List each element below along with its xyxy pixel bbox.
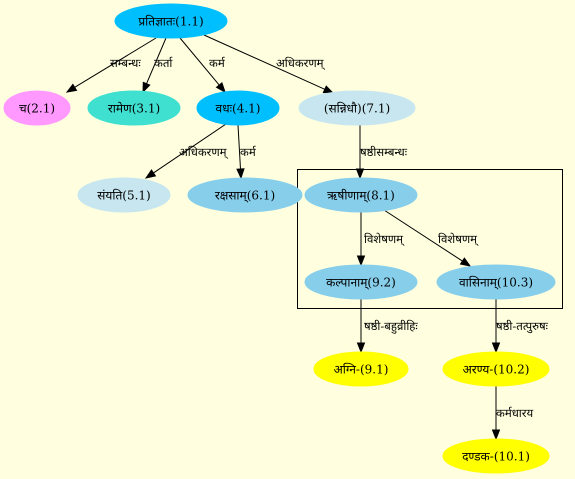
node-vasinam[interactable]: वासिनाम्(10.3) [436, 264, 556, 300]
edge-label: कर्मधारय [496, 406, 533, 420]
node-ellipse [313, 351, 409, 387]
node-label: संयति(5.1) [97, 189, 150, 203]
node-label: प्रतिज्ञातः(1.1) [138, 15, 203, 29]
edge-line [146, 37, 167, 84]
node-ellipse [187, 177, 303, 213]
node-label: दण्डक-(10.1) [462, 450, 530, 464]
edge-pratijnatah-sannidhau: अधिकरणम् [203, 34, 335, 94]
node-kalpanam[interactable]: कल्पानाम्(9.2) [304, 264, 418, 300]
node-ellipse [196, 90, 280, 126]
node-ellipse [114, 3, 228, 39]
edge-line [237, 124, 241, 170]
node-label: अग्नि-(9.1) [334, 363, 389, 377]
edge-vadhah-samyati: अधिकरणम् [144, 123, 229, 179]
edge-line [153, 123, 227, 174]
arrowhead [142, 81, 151, 94]
node-aranya[interactable]: अरण्य-(10.2) [442, 351, 550, 387]
node-ellipse [436, 264, 556, 300]
node-agni[interactable]: अग्नि-(9.1) [313, 351, 409, 387]
node-label: ऋषीणाम्(8.1) [327, 189, 395, 204]
node-dandaka[interactable]: दण्डक-(10.1) [442, 438, 550, 474]
edge-line [203, 34, 325, 90]
node-label: च(2.1) [19, 102, 55, 116]
node-samyati[interactable]: संयति(5.1) [77, 177, 171, 213]
edge-vasinam-aranya: षष्ठी-तत्पुरुषः [491, 299, 549, 354]
edge-label: विशेषणम् [364, 232, 405, 246]
edge-rsinam-vasinam: विशेषणम् [383, 209, 479, 267]
arrowhead [355, 168, 365, 180]
node-label: वधः(4.1) [216, 102, 261, 116]
node-sannidhau[interactable]: (सन्निधौ)(7.1) [298, 90, 416, 126]
cluster-box [297, 169, 563, 309]
arrowhead [356, 342, 366, 354]
nodes-layer: प्रतिज्ञातः(1.1) च(2.1) रामेण(3.1) वधः(4.1)… [3, 3, 556, 474]
node-ellipse [298, 90, 416, 126]
edge-kalpanam-agni: षष्ठी-बहुव्रीहिः [356, 299, 418, 354]
node-ellipse [77, 177, 171, 213]
edge-label: सम्बन्धः [110, 56, 141, 70]
arrowhead [459, 257, 472, 267]
node-label: रामेण(3.1) [108, 102, 160, 116]
edge-label: विशेषणम् [438, 232, 479, 246]
edge-label: अधिकरणम् [276, 56, 326, 70]
edge-line [383, 209, 463, 262]
node-pratijnatah[interactable]: प्रतिज्ञातः(1.1) [114, 3, 228, 39]
edge-label: कर्ता [154, 56, 173, 70]
node-vadhah[interactable]: वधः(4.1) [196, 90, 280, 126]
node-ramena[interactable]: रामेण(3.1) [87, 90, 181, 126]
edge-label: षष्ठी-तत्पुरुषः [496, 319, 549, 334]
node-ellipse [304, 264, 418, 300]
edge-sannidhau-rsinam: षष्ठीसम्बन्धः [355, 125, 408, 180]
edge-line [179, 37, 220, 86]
edge-label: अधिकरणम् [179, 145, 229, 159]
edge-line [74, 37, 157, 88]
node-ca[interactable]: च(2.1) [3, 90, 71, 126]
node-label: कल्पानाम्(9.2) [326, 276, 396, 291]
node-ellipse [3, 90, 71, 126]
edge-label: षष्ठीसम्बन्धः [360, 145, 408, 159]
arrowhead [144, 169, 157, 179]
arrowhead [491, 342, 501, 354]
arrowhead [236, 168, 245, 180]
arrowhead [356, 255, 366, 267]
node-ellipse [87, 90, 181, 126]
edge-label: कर्म [209, 56, 226, 70]
edges-layer: सम्बन्धः कर्ता कर्म अधिकरणम् अधिकरणम् कर्म षष्… [65, 34, 549, 441]
node-rsinam[interactable]: ऋषीणाम्(8.1) [304, 177, 418, 213]
edge-rsinam-kalpanam: विशेषणम् [356, 212, 405, 267]
edge-vadhah-raksasam: कर्म [236, 124, 257, 180]
node-raksasam[interactable]: रक्षसाम्(6.1) [187, 177, 303, 213]
node-label: अरण्य-(10.2) [463, 363, 530, 377]
node-ellipse [442, 351, 550, 387]
edge-pratijnatah-ramena: कर्ता [142, 37, 173, 94]
edge-pratijnatah-ca: सम्बन्धः [65, 37, 157, 93]
node-ellipse [442, 438, 550, 474]
edge-pratijnatah-vadhah: कर्म [179, 37, 226, 94]
arrowhead [215, 81, 226, 94]
arrowhead [491, 429, 501, 441]
arrowhead [65, 83, 78, 93]
node-label: (सन्निधौ)(7.1) [324, 102, 390, 116]
edge-label: षष्ठी-बहुव्रीहिः [364, 319, 418, 334]
node-label: रक्षसाम्(6.1) [215, 189, 275, 204]
node-ellipse [304, 177, 418, 213]
node-label: वासिनाम्(10.3) [459, 276, 533, 291]
edge-aranya-dandaka: कर्मधारय [491, 386, 533, 441]
edge-label: कर्म [240, 145, 257, 159]
